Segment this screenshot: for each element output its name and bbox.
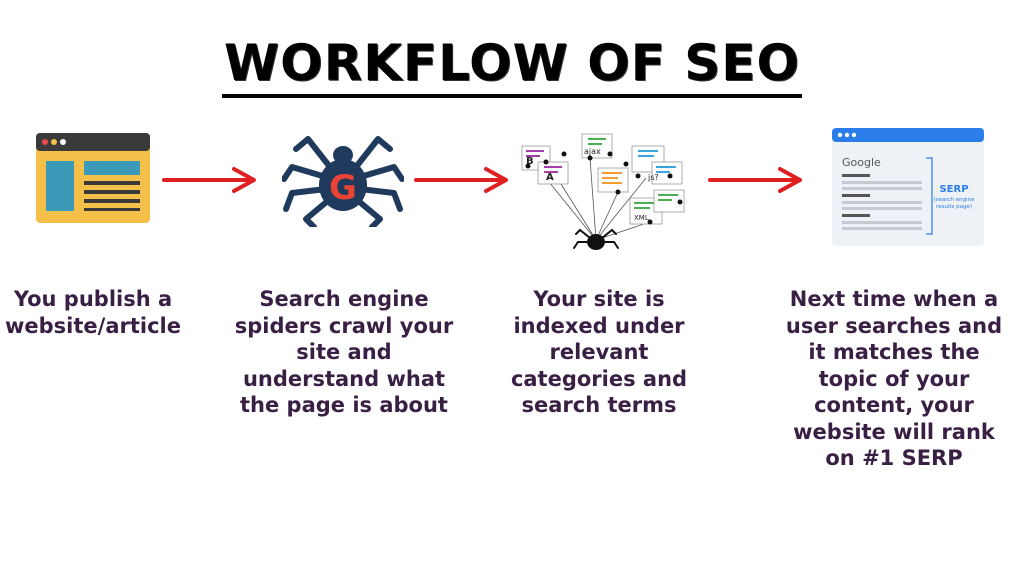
step-3-caption: Your site is indexed under relevant cate… (500, 286, 698, 419)
step-1-caption: You publish a website/article (0, 286, 186, 339)
caption-line: website/article (5, 313, 181, 338)
caption-line: categories and (510, 366, 688, 391)
website-icon (36, 133, 150, 223)
serp-icon: Google SERP (search engine results page) (832, 128, 984, 246)
caption-line: Your site is (533, 287, 665, 311)
caption-line: You publish a (13, 287, 173, 311)
caption-line: content, your (814, 393, 974, 417)
index-crawl-icon: B A ajax js? XML (521, 133, 685, 250)
caption-line: Next time when a (789, 287, 999, 311)
caption-line: website will rank (793, 419, 995, 444)
svg-text:G: G (329, 168, 357, 208)
caption-line: relevant (549, 340, 649, 364)
title: WORKFLOW OF SEO (0, 34, 1024, 98)
caption-line: search terms (521, 393, 677, 417)
step-4-caption: Next time when a user searches and it ma… (780, 286, 1008, 472)
node-ajax-label: ajax (584, 147, 601, 156)
serp-sub-label-1: (search engine (934, 197, 976, 203)
caption-line: on #1 SERP (825, 446, 963, 470)
caption-line: the page is about (240, 393, 448, 417)
caption-line: site and (296, 340, 392, 364)
caption-line: user searches and (785, 313, 1003, 338)
serp-sub-label-2: results page) (936, 204, 972, 210)
title-text: WORKFLOW OF SEO (222, 34, 802, 98)
caption-line: understand what (242, 366, 446, 391)
node-js-label: js? (647, 173, 659, 182)
caption-line: it matches the (808, 340, 980, 364)
node-a-label: A (546, 172, 554, 183)
google-spider-icon: G (282, 136, 404, 227)
arrow-right-icon (414, 167, 508, 193)
arrow-right-icon (708, 167, 802, 193)
caption-line: topic of your (818, 366, 970, 391)
caption-line: Search engine (259, 287, 429, 311)
caption-line: spiders crawl your (234, 313, 454, 338)
serp-google-label: Google (842, 156, 881, 169)
serp-label: SERP (939, 184, 968, 195)
arrow-right-icon (162, 167, 256, 193)
caption-line: indexed under (513, 313, 685, 338)
node-b-label: B (526, 156, 534, 167)
step-2-caption: Search engine spiders crawl your site an… (226, 286, 462, 419)
node-xml-label: XML (634, 214, 649, 222)
